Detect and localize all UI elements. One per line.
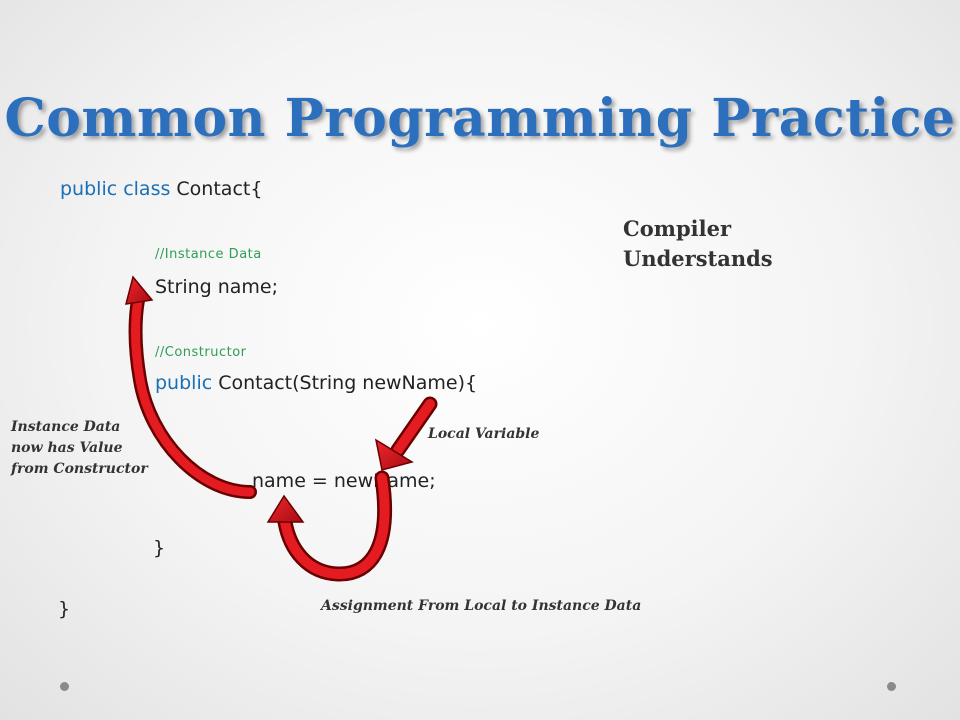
- constructor-close-brace: }: [153, 537, 166, 559]
- compiler-understands-label: Compiler Understands: [623, 216, 773, 271]
- curved-arrow-to-field: [124, 275, 257, 499]
- instance-data-note: Instance Data now has Value from Constru…: [11, 419, 148, 477]
- assignment-note: Assignment From Local to Instance Data: [321, 598, 642, 614]
- slide-title: Common Programming Practice: [4, 88, 956, 149]
- field-declaration: String name;: [155, 276, 279, 298]
- class-keyword: public class: [60, 178, 171, 200]
- comment-instance-data: //Instance Data: [155, 247, 262, 262]
- class-close-brace: }: [58, 598, 71, 620]
- straight-arrow-to-assignment: [374, 396, 438, 471]
- constructor-signature: Contact(String newName){: [212, 372, 478, 394]
- constructor-keyword: public: [155, 372, 213, 394]
- constructor-declaration: public Contact(String newName){: [155, 372, 477, 394]
- class-name: Contact{: [170, 178, 263, 200]
- slide-dot-left: [60, 682, 69, 691]
- comment-constructor: //Constructor: [155, 345, 247, 360]
- u-arrow-local-to-instance: [266, 470, 393, 582]
- class-declaration: public class Contact{: [60, 178, 262, 200]
- local-variable-note: Local Variable: [428, 426, 540, 442]
- slide-dot-right: [887, 682, 896, 691]
